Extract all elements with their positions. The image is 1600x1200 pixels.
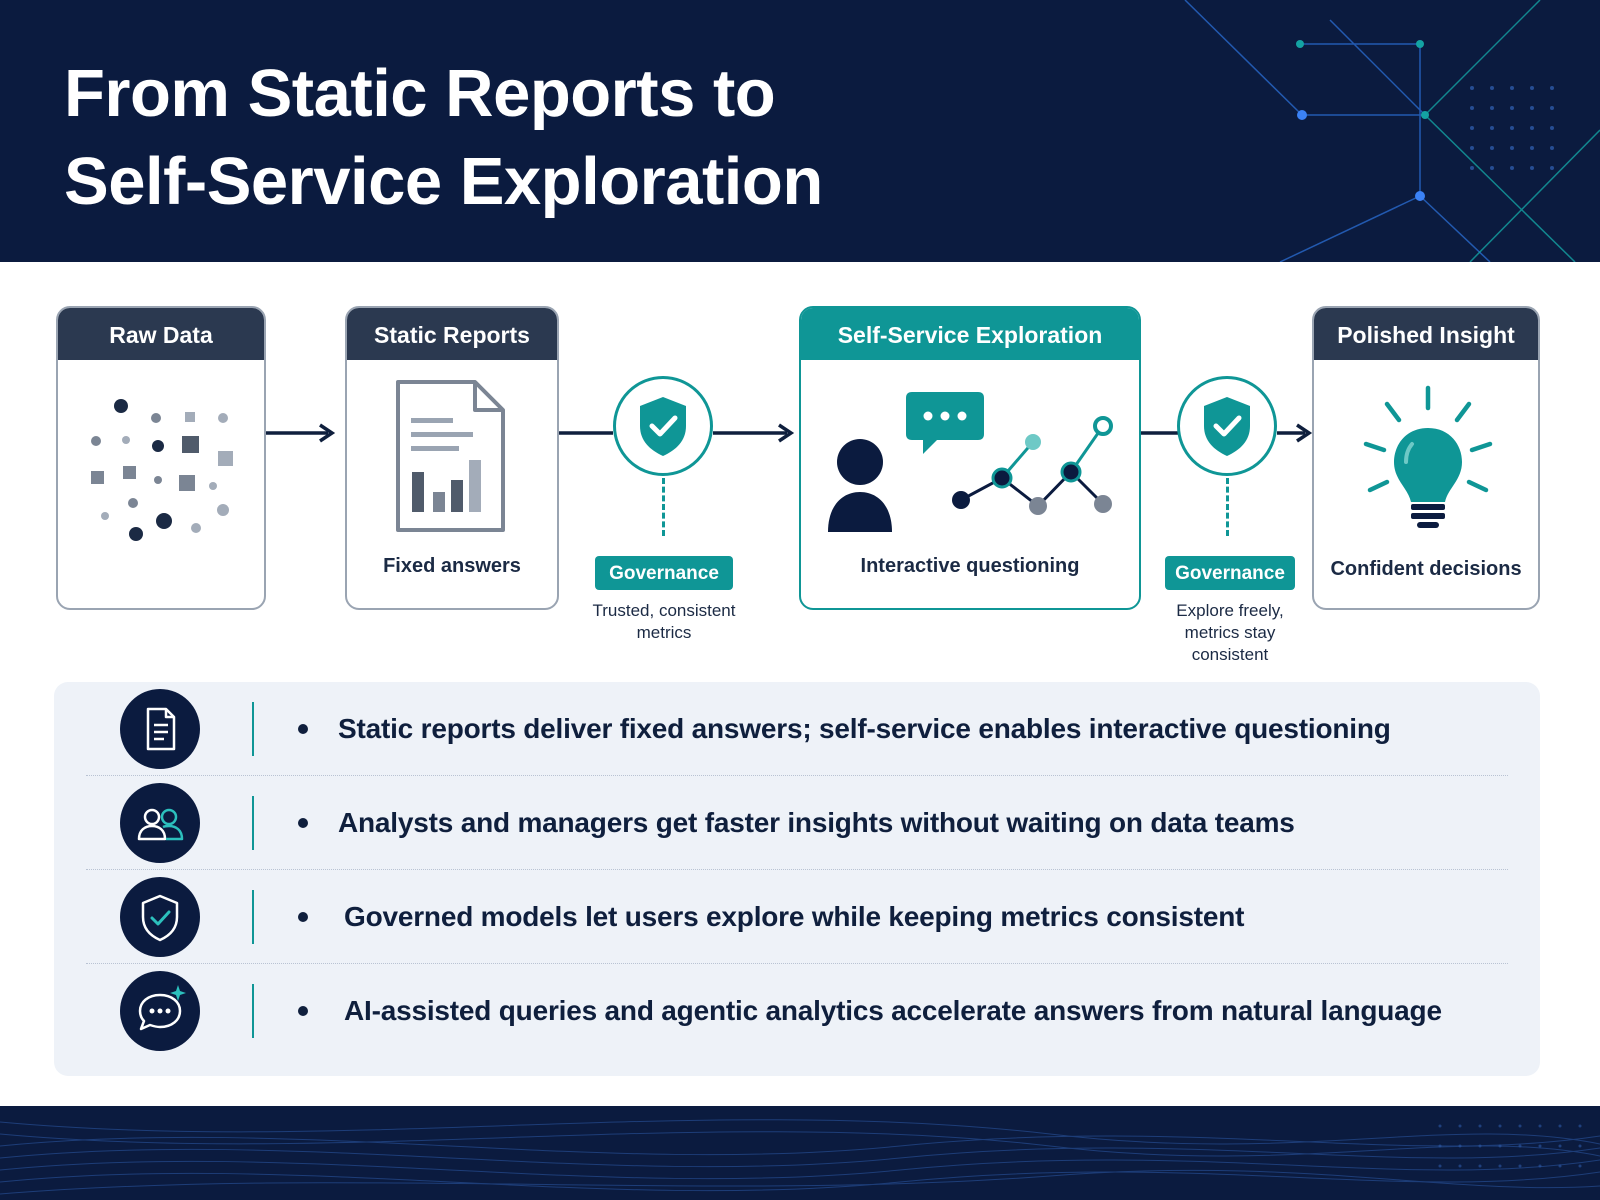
row-separator	[86, 963, 1508, 964]
arrow-2	[559, 431, 613, 435]
title-line-2: Self-Service Exploration	[64, 144, 823, 219]
list-item: Analysts and managers get faster insight…	[54, 776, 1540, 870]
row-divider	[252, 796, 254, 850]
header-banner: From Static Reports to Self-Service Expl…	[0, 0, 1600, 262]
arrow-4	[1141, 431, 1179, 435]
arrow-1	[266, 423, 336, 443]
interactive-exploration-icon	[828, 392, 1113, 532]
row-separator	[86, 775, 1508, 776]
process-flow: Raw Data Static Rep	[0, 262, 1600, 682]
governance-note-1: Trusted, consistent metrics	[565, 600, 763, 644]
polished-insight-header: Polished Insight	[1314, 308, 1538, 360]
governance-shield-2	[1177, 376, 1277, 476]
static-reports-card: Static Reports Fixed answers	[345, 306, 559, 610]
list-item: Static reports deliver fixed answers; se…	[54, 682, 1540, 776]
page-title: From Static Reports to Self-Service Expl…	[64, 50, 823, 226]
row-separator	[86, 869, 1508, 870]
raw-data-card: Raw Data	[56, 306, 266, 610]
scattered-data-icon	[91, 399, 233, 541]
ai-chat-icon	[120, 971, 200, 1051]
governance-note-2: Explore freely, metrics stay consistent	[1146, 600, 1314, 666]
row-divider	[252, 984, 254, 1038]
footer-banner	[0, 1106, 1600, 1200]
polished-insight-caption: Confident decisions	[1330, 558, 1522, 580]
static-reports-caption: Fixed answers	[383, 555, 521, 577]
governance-shield-1	[613, 376, 713, 476]
shield-check-icon	[1204, 397, 1250, 456]
wave-mesh-decoration	[0, 1119, 1600, 1195]
bullet-text: Analysts and managers get faster insight…	[338, 807, 1295, 838]
governance-badge-1: Governance	[595, 556, 733, 590]
bullet-text: Governed models let users explore while …	[344, 901, 1245, 932]
self-service-card: Self-Service Exploration Interactive que…	[799, 306, 1141, 610]
shield-check-icon	[120, 877, 200, 957]
document-icon	[120, 689, 200, 769]
governance-note-2-line-3: consistent	[1191, 645, 1269, 664]
bullet-dot	[298, 818, 308, 828]
governance-note-1-line-2: metrics	[636, 623, 692, 642]
row-divider	[252, 702, 254, 756]
bullet-dot	[298, 1006, 308, 1016]
list-item: AI-assisted queries and agentic analytic…	[54, 964, 1540, 1058]
list-item: Governed models let users explore while …	[54, 870, 1540, 964]
arrow-3	[713, 423, 795, 443]
title-line-1: From Static Reports to	[64, 56, 776, 131]
users-icon	[120, 783, 200, 863]
bullet-text: Static reports deliver fixed answers; se…	[338, 713, 1391, 744]
governance-note-1-line-1: Trusted, consistent	[592, 601, 736, 620]
self-service-header: Self-Service Exploration	[801, 308, 1139, 360]
bullet-dot	[298, 912, 308, 922]
row-divider	[252, 890, 254, 944]
arrow-5	[1277, 423, 1313, 443]
raw-data-header: Raw Data	[58, 308, 264, 360]
governance-connector-2	[1226, 478, 1229, 536]
governance-note-2-line-2: metrics stay	[1184, 623, 1276, 642]
bullet-text: AI-assisted queries and agentic analytic…	[344, 995, 1442, 1026]
self-service-caption: Interactive questioning	[860, 555, 1080, 577]
network-decoration	[1184, 0, 1600, 262]
bullet-dot	[298, 724, 308, 734]
governance-badge-2: Governance	[1165, 556, 1295, 590]
lightbulb-icon	[1363, 385, 1493, 528]
report-document-icon	[396, 380, 505, 532]
governance-connector-1	[662, 478, 665, 536]
shield-check-icon	[640, 397, 686, 456]
key-points-panel: Static reports deliver fixed answers; se…	[54, 682, 1540, 1076]
governance-note-2-line-1: Explore freely,	[1176, 601, 1284, 620]
static-reports-header: Static Reports	[347, 308, 557, 360]
polished-insight-card: Polished Insight Confident decisions	[1312, 306, 1540, 610]
